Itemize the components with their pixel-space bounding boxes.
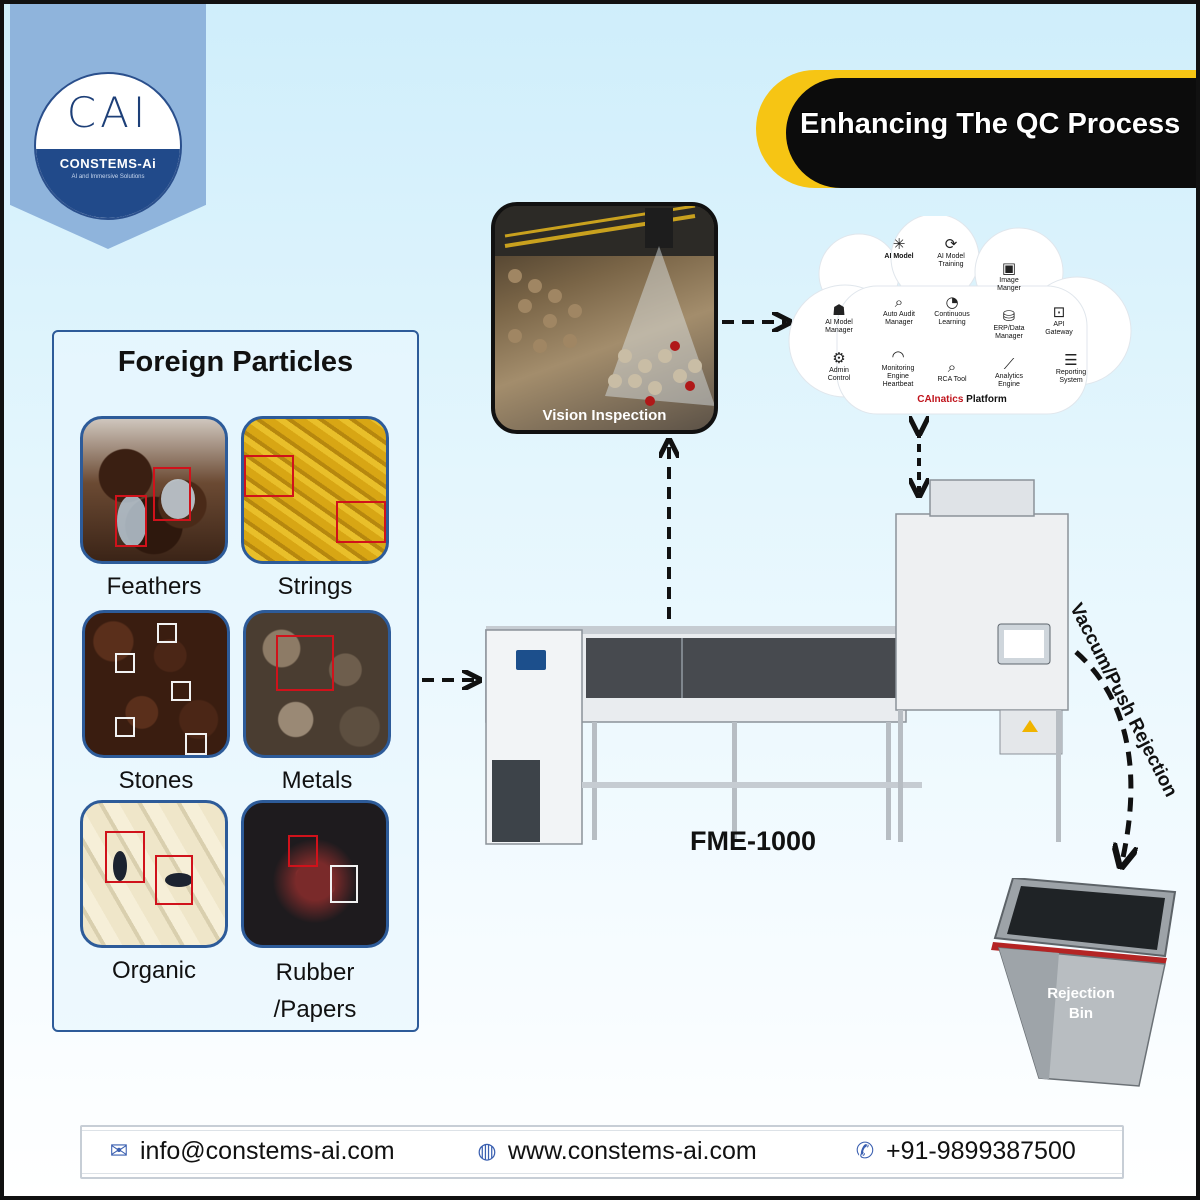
feathers-label: Feathers <box>106 573 202 600</box>
organic-label: Organic <box>111 957 197 984</box>
cainatics-cloud <box>788 216 1132 415</box>
organic-image <box>80 800 228 948</box>
cloud-module-auto-audit-manager: ⌕ Auto Audit Manager <box>864 294 934 327</box>
robot-icon: ☗ <box>832 301 846 319</box>
admin-gear-icon: ⚙ <box>832 349 846 367</box>
cloud-module-analytics-engine: ⟋ Analytics Engine <box>974 356 1044 389</box>
website-text: www.constems-ai.com <box>508 1137 757 1165</box>
page-title: Enhancing The QC Process <box>800 108 1181 140</box>
detection-box <box>115 717 135 737</box>
platform-name: CAInatics Platform <box>862 394 1062 405</box>
cloud-module-erp-data-manager: ⛁ ERP/Data Manager <box>974 308 1044 341</box>
conveyor-illustration <box>495 206 714 406</box>
logo-lower-band <box>36 148 180 218</box>
feathers-image <box>80 416 228 564</box>
contact-footer: ✉ info@constems-ai.com ◍ www.constems-ai… <box>80 1125 1124 1179</box>
detection-box <box>105 831 145 883</box>
rubber-papers-image <box>241 800 389 948</box>
rubber-papers-label: Rubber /Papers <box>273 959 357 1023</box>
audit-search-icon: ⌕ <box>894 293 904 311</box>
brand-tagline: AI and Immersive Solutions <box>71 174 145 180</box>
stones-label: Stones <box>118 767 194 794</box>
vision-inspection-label: Vision Inspection <box>542 407 667 424</box>
training-icon: ⟳ <box>944 235 958 253</box>
detection-box <box>171 681 191 701</box>
strings-label: Strings <box>277 573 353 600</box>
cloud-module-image-manger: ▣ Image Manger <box>974 260 1044 293</box>
foreign-particles-panel: Foreign Particles Feathers Strings Stone… <box>52 330 419 1032</box>
machine-label: FME-1000 <box>689 826 817 856</box>
phone-icon: ✆ <box>855 1138 875 1164</box>
metals-image <box>243 610 391 758</box>
cloud-module-admin-control: ⚙ Admin Control <box>804 350 874 383</box>
cloud-module-monitoring-engine: ◠ Monitoring Engine Heartbeat <box>863 348 933 389</box>
fme-1000-machine <box>485 479 1069 845</box>
network-icon: ✳ <box>892 235 906 253</box>
rejection-path-label: Vaccum/Push Rejection <box>1065 600 1182 801</box>
insect-shape <box>165 873 193 887</box>
detection-box <box>330 865 358 903</box>
metals-label: Metals <box>281 767 353 794</box>
cloud-module-continuous-learning: ◔ Continuous Learning <box>917 294 987 327</box>
detection-box <box>276 635 334 691</box>
foreign-particles-heading: Foreign Particles <box>117 346 354 378</box>
contact-website[interactable]: ◍ www.constems-ai.com <box>474 1137 757 1166</box>
strings-image <box>241 416 389 564</box>
rejection-bin-label: Rejection Bin <box>1047 985 1115 1022</box>
rejection-bin <box>991 878 1177 1087</box>
contact-email[interactable]: ✉ info@constems-ai.com <box>106 1137 395 1166</box>
detection-box <box>244 455 294 497</box>
feather-shape <box>117 495 147 547</box>
detection-box <box>157 623 177 643</box>
detection-box <box>288 835 318 867</box>
cloud-module-reporting-system: ☰ Reporting System <box>1036 352 1106 385</box>
title-banner <box>786 78 1196 188</box>
cycle-icon: ◔ <box>945 293 959 311</box>
contact-phone[interactable]: ✆ +91-9899387500 <box>852 1137 1076 1166</box>
detection-box <box>336 501 386 543</box>
brand-name: CONSTEMS-Ai <box>59 156 157 171</box>
footer-inner-band <box>82 1130 1122 1174</box>
cloud-module-ai-model: ✳ AI Model <box>864 236 934 261</box>
stones-image <box>82 610 230 758</box>
cloud-module-rca-tool: ⌕ RCA Tool <box>917 359 987 384</box>
rca-search-icon: ⌕ <box>947 358 957 376</box>
detection-box <box>153 467 191 521</box>
vision-inspection-image: Vision Inspection <box>491 202 718 434</box>
email-text: info@constems-ai.com <box>140 1137 395 1165</box>
platform-name-suffix: Platform <box>963 394 1007 405</box>
report-icon: ☰ <box>1064 351 1078 369</box>
cloud-module-api-gateway: ⊡ API Gateway <box>1024 304 1094 337</box>
insect-shape <box>113 851 127 881</box>
logo-mark: CAI <box>66 88 150 137</box>
api-lock-icon: ⊡ <box>1052 303 1066 321</box>
image-database-icon: ▣ <box>1001 259 1017 277</box>
detection-box <box>115 495 147 547</box>
detection-box <box>155 855 193 905</box>
envelope-icon: ✉ <box>109 1138 129 1164</box>
phone-text: +91-9899387500 <box>886 1137 1076 1165</box>
brand-logo: CAI CONSTEMS-Ai AI and Immersive Solutio… <box>34 72 182 220</box>
database-icon: ⛁ <box>1002 307 1016 325</box>
chart-line-icon: ⟋ <box>1003 355 1015 373</box>
cloud-module-ai-model-manager: ☗ AI Model Manager <box>804 302 874 335</box>
globe-icon: ◍ <box>477 1138 497 1164</box>
detection-box <box>185 733 207 755</box>
platform-name-brand: CAInatics <box>917 394 964 405</box>
cloud-module-ai-model-training: ⟳ AI Model Training <box>916 236 986 269</box>
detection-box <box>115 653 135 673</box>
gauge-icon: ◠ <box>891 347 905 365</box>
